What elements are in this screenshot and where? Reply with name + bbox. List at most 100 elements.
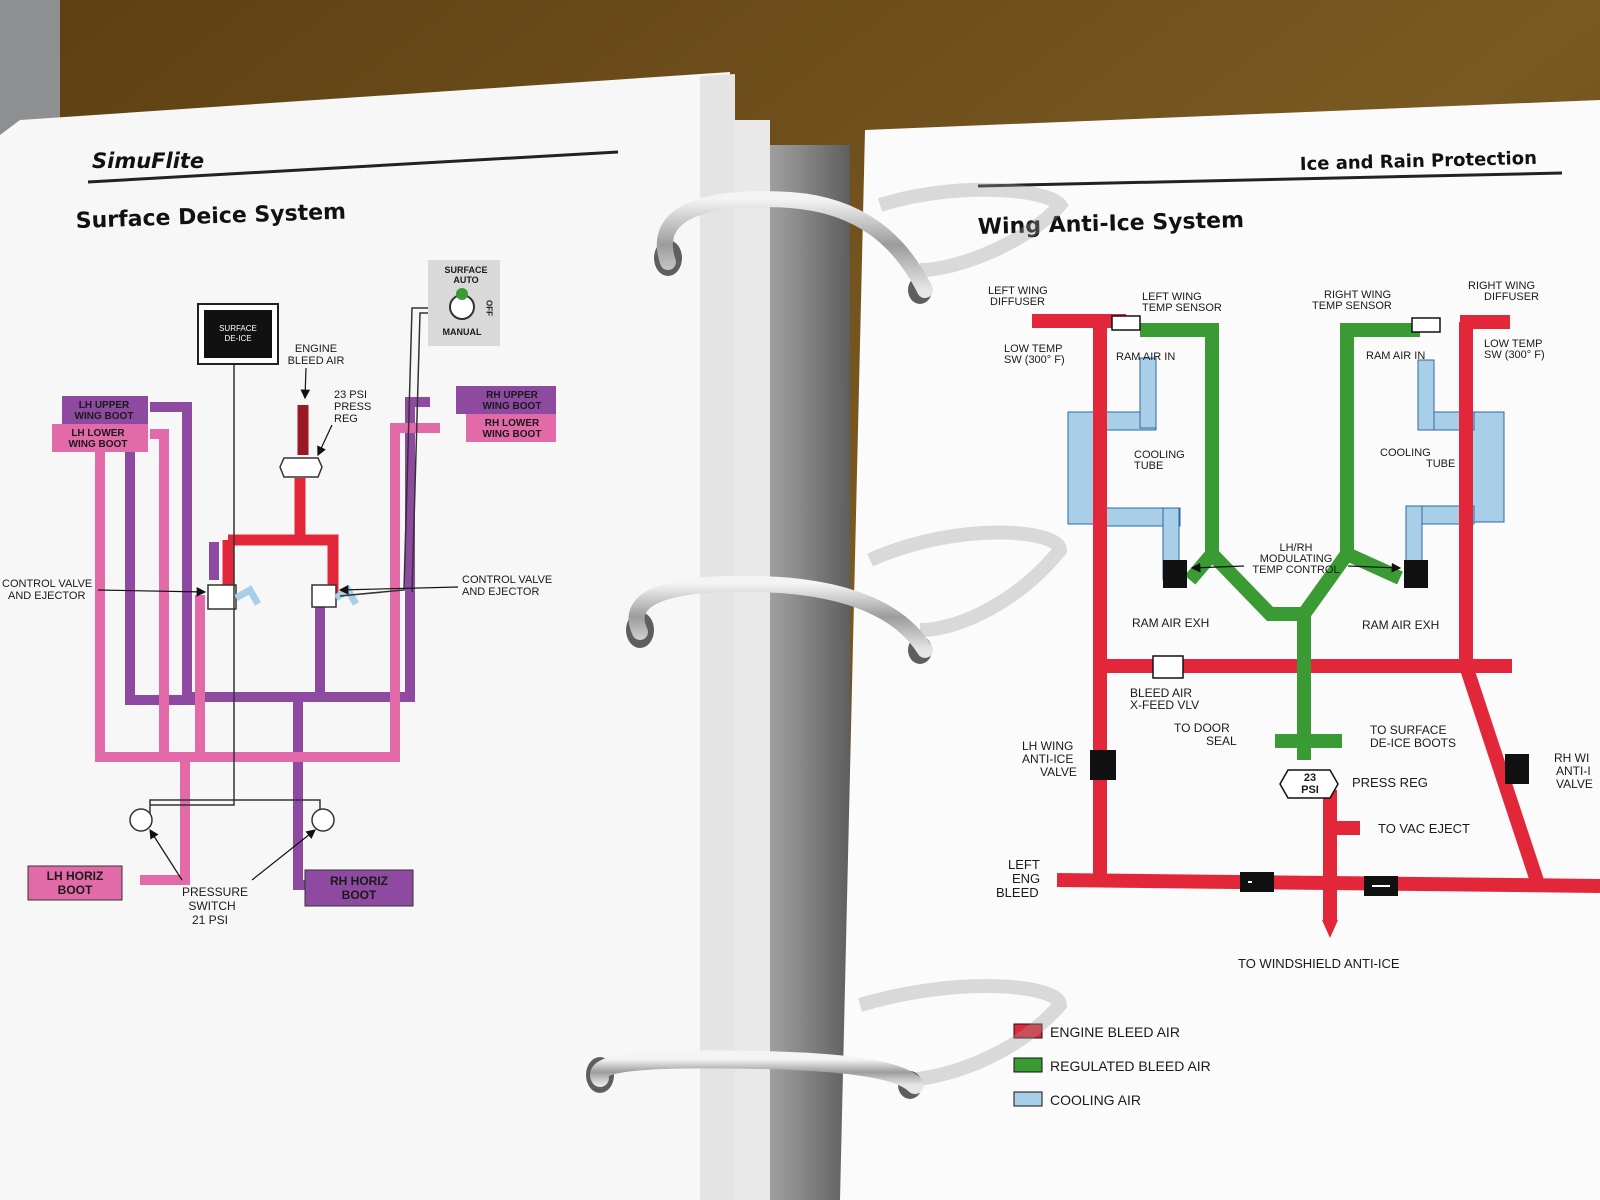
rh-horiz-text1: RH HORIZ [330,874,388,888]
engine-bleed-lines [1032,314,1600,920]
rh-lower-text2: WING BOOT [483,429,542,440]
engine-bleed-text1: ENGINE [295,343,337,355]
rh-wing-aice-text3: VALVE [1556,777,1593,791]
cooling-tube-left-text2: TUBE [1134,460,1163,472]
switch-off-text: OFF [485,300,494,316]
low-temp-left-text1: LOW TEMP [1004,343,1062,355]
ring-bottom [590,1050,924,1094]
rh-horiz-text2: BOOT [342,888,377,902]
pressure-switch-text3: 21 PSI [192,913,228,927]
pressure-switch-text2: SWITCH [188,899,235,913]
pressure-switch-left [129,808,153,832]
press-reg-text2: PRESS [334,401,371,413]
left-temp-sensor-text1: LEFT WING [1142,291,1202,303]
ram-air-in-right: RAM AIR IN [1366,350,1425,362]
left-diffuser-text2: DIFFUSER [990,296,1045,308]
lh-horiz-text2: BOOT [58,883,93,897]
ring-mid [628,575,933,658]
to-vac-eject-text: TO VAC EJECT [1378,821,1470,836]
xfeed-text2: X-FEED VLV [1130,698,1199,712]
surface-deice-text1: SURFACE [219,324,257,333]
legend-swatch-cooling [1013,1091,1043,1107]
switch-manual-text: MANUAL [443,327,482,337]
to-door-seal-text2: SEAL [1206,734,1237,748]
to-windshield-text: TO WINDSHIELD ANTI-ICE [1238,956,1400,971]
ctrl-valve-left-text1: CONTROL VALVE [2,578,92,590]
xfeed-valve [1152,655,1184,679]
switch-auto-text2: AUTO [453,275,478,285]
modulating-text2: MODULATING [1260,553,1333,565]
rh-upper-text2: WING BOOT [483,401,542,412]
left-temp-sensor [1111,315,1141,331]
left-diffuser-text1: LEFT WING [988,285,1048,297]
press-reg-text3: REG [334,413,358,425]
header-rule-left [87,150,619,184]
ctrl-valve-right-text1: CONTROL VALVE [462,574,552,586]
right-page: Ice and Rain Protection Wing Anti-Ice Sy… [840,100,1600,1200]
lh-wing-aice-text1: LH WING [1022,739,1073,753]
right-diffuser-text2: DIFFUSER [1484,291,1539,303]
rh-upper-boot-box [456,386,556,414]
brand-logo: SimuFlite [92,149,204,173]
right-modulating-valve [1404,560,1428,588]
ring-shadow-bottom [857,979,1068,1087]
cooling-tube-right-text1: COOLING [1380,447,1431,459]
ram-air-exh-left: RAM AIR EXH [1132,616,1209,630]
left-temp-sensor-text2: TEMP SENSOR [1142,302,1222,314]
legend-swatch-regulated [1013,1057,1043,1073]
ram-air-exh-right: RAM AIR EXH [1362,618,1439,632]
ring-shadow-top [877,182,1069,277]
modulating-text1: LH/RH [1279,542,1312,554]
psi-text2: PSI [1301,784,1319,796]
left-modulating-valve [1163,560,1187,588]
low-temp-left-text2: SW (300° F) [1004,354,1065,366]
right-temp-sensor [1411,317,1441,333]
press-reg-body-right [1279,769,1339,799]
ring-shadow-mid [867,525,1068,637]
lh-wing-aice-valve [1090,750,1116,780]
rh-lower-text1: RH LOWER [485,418,540,429]
rh-wing-aice-text1: RH WI [1554,751,1589,765]
press-reg-text1: 23 PSI [334,389,367,401]
to-door-seal-text1: TO DOOR [1174,721,1230,735]
regulated-bleed-lines [1140,323,1420,760]
pink-lines [95,423,440,885]
to-surface-deice-text2: DE-ICE BOOTS [1370,736,1456,750]
rh-wing-aice-text2: ANTI-I [1556,764,1591,778]
legend-label-engine: ENGINE BLEED AIR [1050,1024,1180,1040]
surface-deice-diagram: SURFACE DE-ICE SURFACE AUTO OFF MANUAL E… [2,260,556,927]
press-reg-right-text: PRESS REG [1352,775,1428,790]
left-page: SimuFlite Surface Deice System [0,72,735,1200]
xfeed-text1: BLEED AIR [1130,686,1192,700]
cooling-tube-left-text1: COOLING [1134,449,1185,461]
right-diffuser-text1: RIGHT WING [1468,280,1535,292]
ctrl-valve-left-text2: AND EJECTOR [8,590,85,602]
rh-horiz-boot-box [304,869,414,907]
ctrl-valve-right-text2: AND EJECTOR [462,586,539,598]
right-temp-sensor-text2: TEMP SENSOR [1312,300,1392,312]
right-temp-sensor-text1: RIGHT WING [1324,289,1391,301]
control-valve-left [207,584,237,610]
control-valve-right [311,584,337,608]
engine-bleed-text2: BLEED AIR [288,355,345,367]
rh-wing-aice-valve [1505,754,1529,784]
cooling-air-lines [1067,357,1505,581]
lh-upper-boot-box [62,396,148,424]
low-temp-right-text2: SW (300° F) [1484,349,1545,361]
legend-label-regulated: REGULATED BLEED AIR [1050,1058,1211,1074]
wing-anti-ice-diagram: LEFT WING DIFFUSER LEFT WING TEMP SENSOR… [988,280,1600,971]
pressure-switch-right [311,808,335,832]
pressure-switch-text1: PRESSURE [182,885,248,899]
rh-lower-boot-box [466,414,556,442]
switch-auto-text1: SURFACE [444,265,487,275]
low-temp-right-text1: LOW TEMP [1484,338,1542,350]
ejector-left [234,585,262,606]
lh-lower-boot-box [52,424,148,452]
binder-rings [590,191,933,1094]
legend: ENGINE BLEED AIR REGULATED BLEED AIR COO… [1013,1023,1211,1108]
to-surface-deice-text1: TO SURFACE [1370,723,1446,737]
ram-air-in-left: RAM AIR IN [1116,351,1175,363]
modulating-text3: TEMP CONTROL [1252,564,1339,576]
cooling-tube-right-text2: TUBE [1426,458,1455,470]
